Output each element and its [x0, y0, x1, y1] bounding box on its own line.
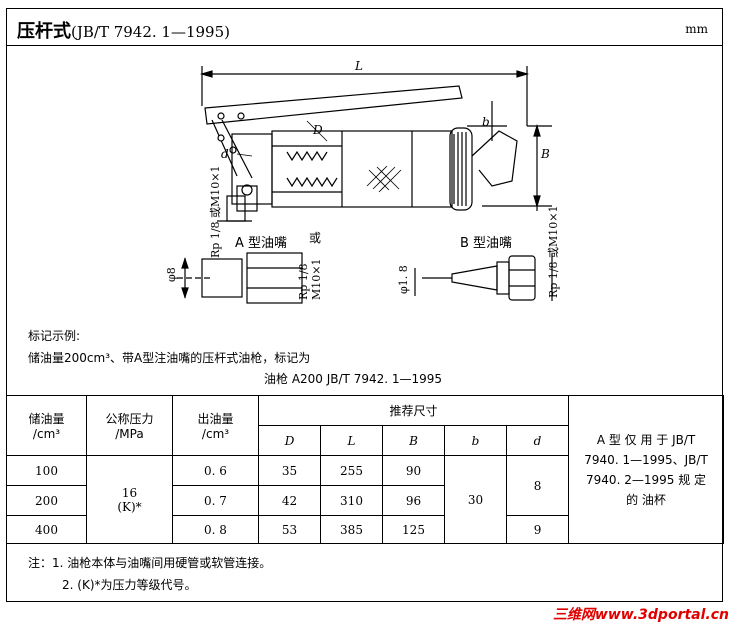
nozzle-b-nut	[508, 255, 536, 301]
thread-main-label: Rp 1/8 或M10×1	[209, 166, 222, 259]
nozzle-b-caption: B 型油嘴	[460, 236, 512, 251]
cell-capacity: 200	[6, 485, 87, 516]
nozzle-a-body	[201, 258, 243, 298]
lever-handle	[204, 85, 463, 125]
cell-b-big: 90	[382, 455, 445, 486]
dim-small-d-label: d	[221, 147, 229, 161]
page-title: 压杆式(JB/T 7942. 1—1995)	[17, 21, 230, 42]
end-cap	[449, 127, 473, 211]
header-pressure: 公称压力/MPa	[86, 395, 173, 456]
header-capacity: 储油量/cm³	[6, 395, 87, 456]
unit-label: mm	[685, 22, 708, 36]
loop-handle	[471, 130, 518, 187]
cell-b-big: 125	[382, 515, 445, 544]
thread-a2-label: M10×1	[310, 259, 323, 300]
standard-code: (JB/T 7942. 1—1995)	[71, 23, 230, 41]
cell-output: 0. 7	[172, 485, 259, 516]
cell-l: 310	[320, 485, 383, 516]
nozzle-b-cone	[451, 265, 498, 291]
notes: 注：1. 油枪本体与油嘴间用硬管或软管连接。 2. (K)*为压力等级代号。	[6, 544, 723, 602]
header-recommended: 推荐尺寸	[257, 395, 570, 426]
cell-d-big: 42	[258, 485, 321, 516]
header-output: 出油量/cm³	[172, 395, 259, 456]
table-row: 400 0. 8 53 385 125 9	[6, 515, 724, 544]
sample-line-1: 储油量200cm³、带A型注油嘴的压杆式油枪，标记为	[28, 351, 311, 365]
dim-l-label: L	[354, 59, 363, 73]
thread-b-label: Rp 1/8 或M10×1	[547, 206, 560, 299]
grease-gun-drawing: L b B D d Rp 1/8 或M10×1 A 型油嘴 或 Rp 1/8 M…	[165, 59, 560, 304]
sample-line-2: 油枪 A200 JB/T 7942. 1—1995	[264, 372, 443, 386]
note-1: 注：1. 油枪本体与油嘴间用硬管或软管连接。	[28, 556, 272, 570]
or-label: 或	[309, 231, 321, 245]
sample-heading: 标记示例:	[28, 329, 81, 343]
cell-capacity: 100	[6, 455, 87, 486]
cell-pressure: 16(K)*	[86, 455, 173, 544]
phi8-label: φ8	[165, 267, 178, 282]
header-d-big: D	[258, 425, 321, 456]
header-b-small: b	[444, 425, 507, 456]
cell-d-big: 35	[258, 455, 321, 486]
watermark-logo: 三维网www.3dportal.cn	[552, 607, 729, 623]
barrel	[271, 130, 453, 208]
cell-output: 0. 8	[172, 515, 259, 544]
cell-l: 255	[320, 455, 383, 486]
cell-d-small: 8	[505, 455, 570, 516]
phi18-label: φ1. 8	[397, 265, 410, 294]
title-bar: 压杆式(JB/T 7942. 1—1995) mm	[6, 8, 723, 46]
dim-big-b-label: B	[540, 147, 550, 161]
cell-l: 385	[320, 515, 383, 544]
thread-a-label: Rp 1/8	[297, 263, 310, 300]
cell-capacity: 400	[6, 515, 87, 544]
spec-table: 储油量/cm³ 公称压力/MPa 出油量/cm³ 推荐尺寸 A 型 仅 用 于 …	[6, 395, 725, 544]
dim-d-label: D	[312, 123, 323, 137]
nozzle-a-nut	[246, 252, 303, 304]
nozzle-a-caption: A 型油嘴	[235, 236, 287, 251]
dim-b-label: b	[482, 115, 490, 129]
remark-cell: A 型 仅 用 于 JB/T 7940. 1—1995、JB/T 7940. 2…	[568, 395, 725, 544]
cell-b-big: 96	[382, 485, 445, 516]
cell-d-small: 9	[505, 515, 570, 544]
header-b-big: B	[382, 425, 445, 456]
note-2: 2. (K)*为压力等级代号。	[62, 578, 197, 592]
header-l: L	[320, 425, 383, 456]
cell-b-small: 30	[444, 455, 507, 544]
cell-d-big: 53	[258, 515, 321, 544]
header-d-small: d	[505, 425, 570, 456]
cell-output: 0. 6	[172, 455, 259, 486]
